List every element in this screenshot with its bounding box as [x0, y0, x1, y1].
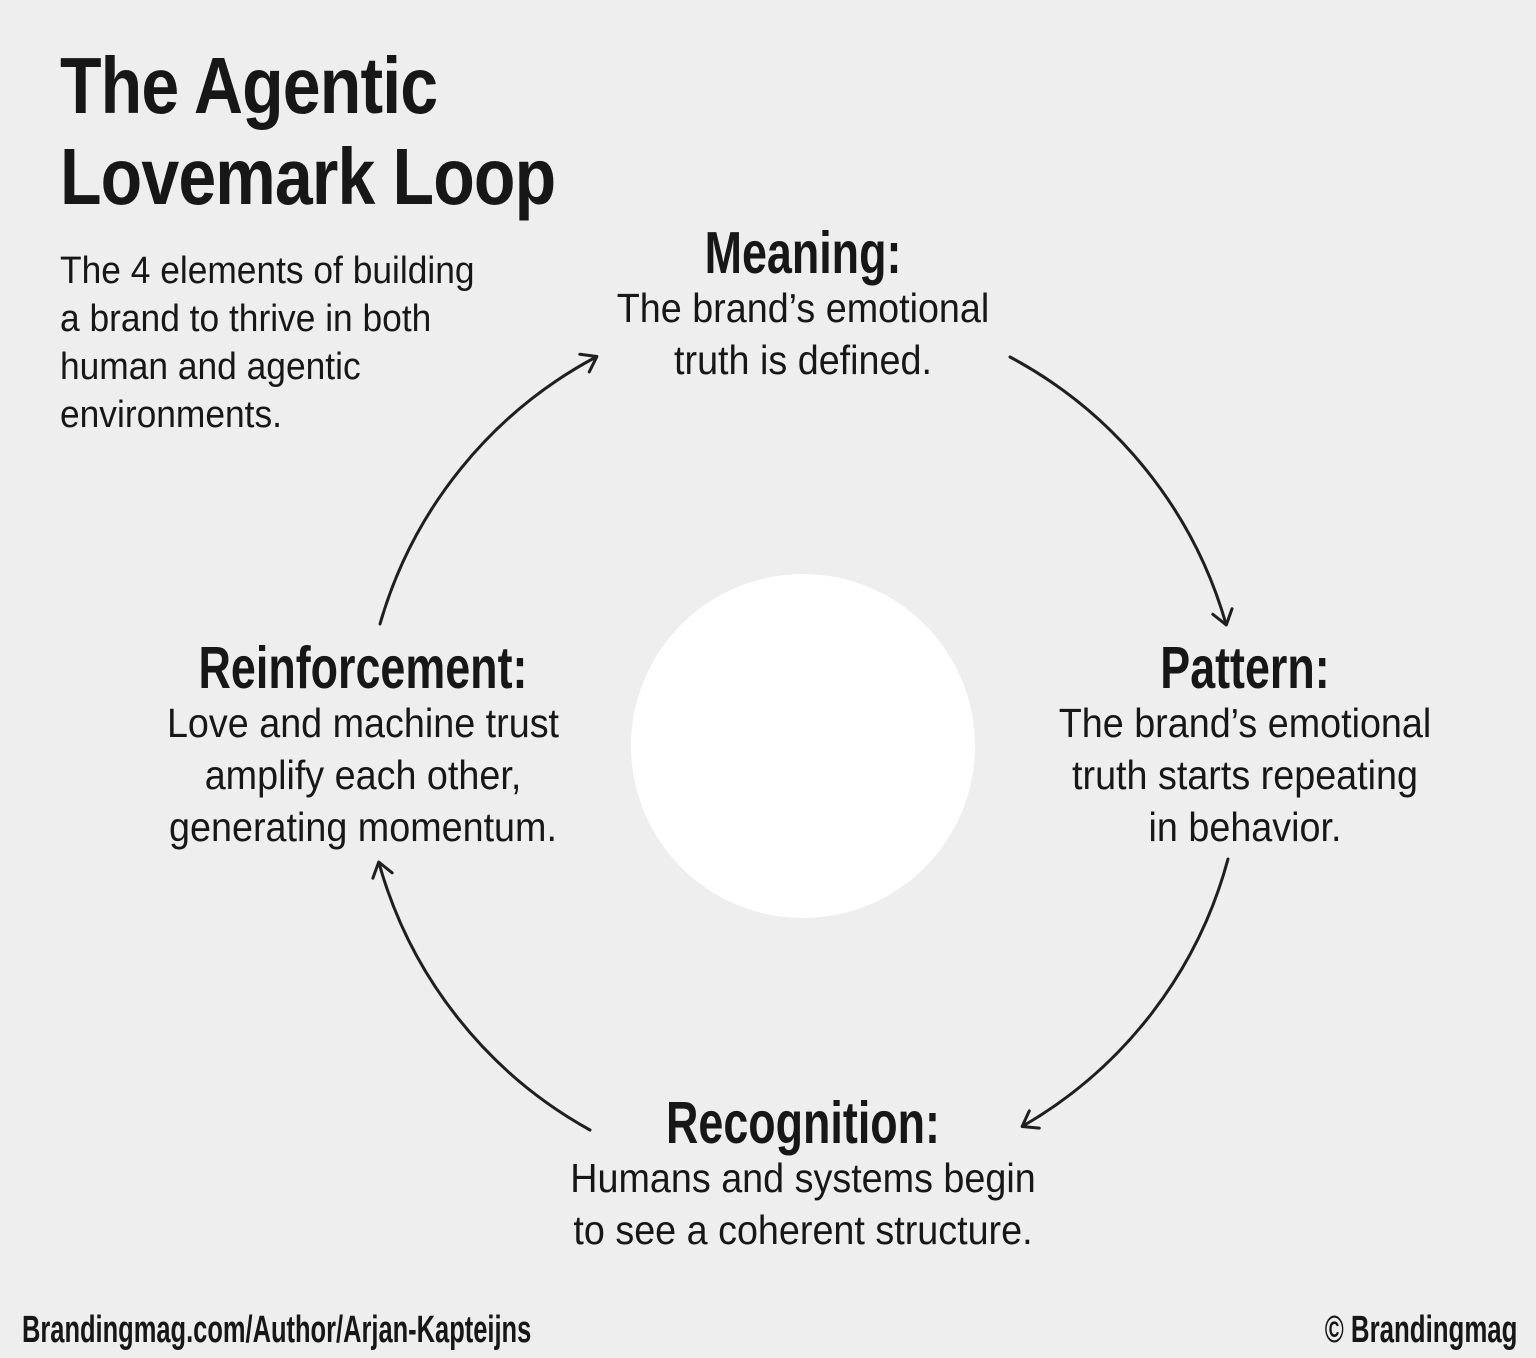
page-title-line1: The Agentic — [60, 41, 438, 130]
node-body: The brand’s emotional truth starts repea… — [987, 697, 1502, 853]
loop-node-recognition: Recognition: Humans and systems begin to… — [523, 1094, 1083, 1256]
node-body-line: in behavior. — [1148, 804, 1342, 850]
loop-node-reinforcement: Reinforcement: Love and machine trust am… — [83, 639, 643, 853]
arrow-recognition-to-reinforcement-icon — [371, 860, 592, 1132]
center-circle — [631, 574, 975, 918]
loop-node-pattern: Pattern: The brand’s emotional truth sta… — [965, 639, 1525, 853]
footer-copyright: © Brandingmag — [1324, 1309, 1517, 1351]
node-body-line: Humans and systems begin — [570, 1155, 1036, 1201]
node-heading: Meaning: — [704, 220, 902, 286]
subtitle-line: environments. — [60, 394, 282, 436]
node-body: Love and machine trust amplify each othe… — [105, 697, 620, 853]
node-heading: Reinforcement: — [198, 635, 528, 701]
arrow-pattern-to-recognition-icon — [1020, 857, 1230, 1130]
page-title: The Agentic Lovemark Loop — [60, 40, 556, 222]
page-subtitle: The 4 elements of building a brand to th… — [60, 247, 475, 439]
node-body-line: to see a coherent structure. — [573, 1207, 1033, 1253]
node-body-line: generating momentum. — [169, 804, 557, 850]
node-body-line: truth starts repeating — [1072, 752, 1418, 798]
node-body-line: Love and machine trust — [166, 700, 560, 746]
node-body: Humans and systems begin to see a cohere… — [545, 1152, 1060, 1256]
node-body: The brand’s emotional truth is defined. — [545, 282, 1060, 386]
subtitle-line: The 4 elements of building — [60, 250, 475, 292]
node-body-line: amplify each other, — [204, 752, 522, 798]
node-heading: Pattern: — [1160, 635, 1330, 701]
node-body-line: The brand’s emotional — [616, 285, 990, 331]
loop-node-meaning: Meaning: The brand’s emotional truth is … — [523, 224, 1083, 386]
arrow-meaning-to-pattern-icon — [1008, 355, 1234, 627]
page-title-line2: Lovemark Loop — [60, 132, 556, 221]
subtitle-line: a brand to thrive in both — [60, 298, 432, 340]
node-body-line: The brand’s emotional — [1058, 700, 1432, 746]
subtitle-line: human and agentic — [60, 346, 361, 388]
arrow-reinforcement-to-meaning-icon — [378, 352, 599, 626]
node-body-line: truth is defined. — [674, 337, 932, 383]
footer-author-credit: Brandingmag.com/Author/Arjan-Kapteijns — [22, 1309, 532, 1351]
node-heading: Recognition: — [665, 1090, 940, 1156]
